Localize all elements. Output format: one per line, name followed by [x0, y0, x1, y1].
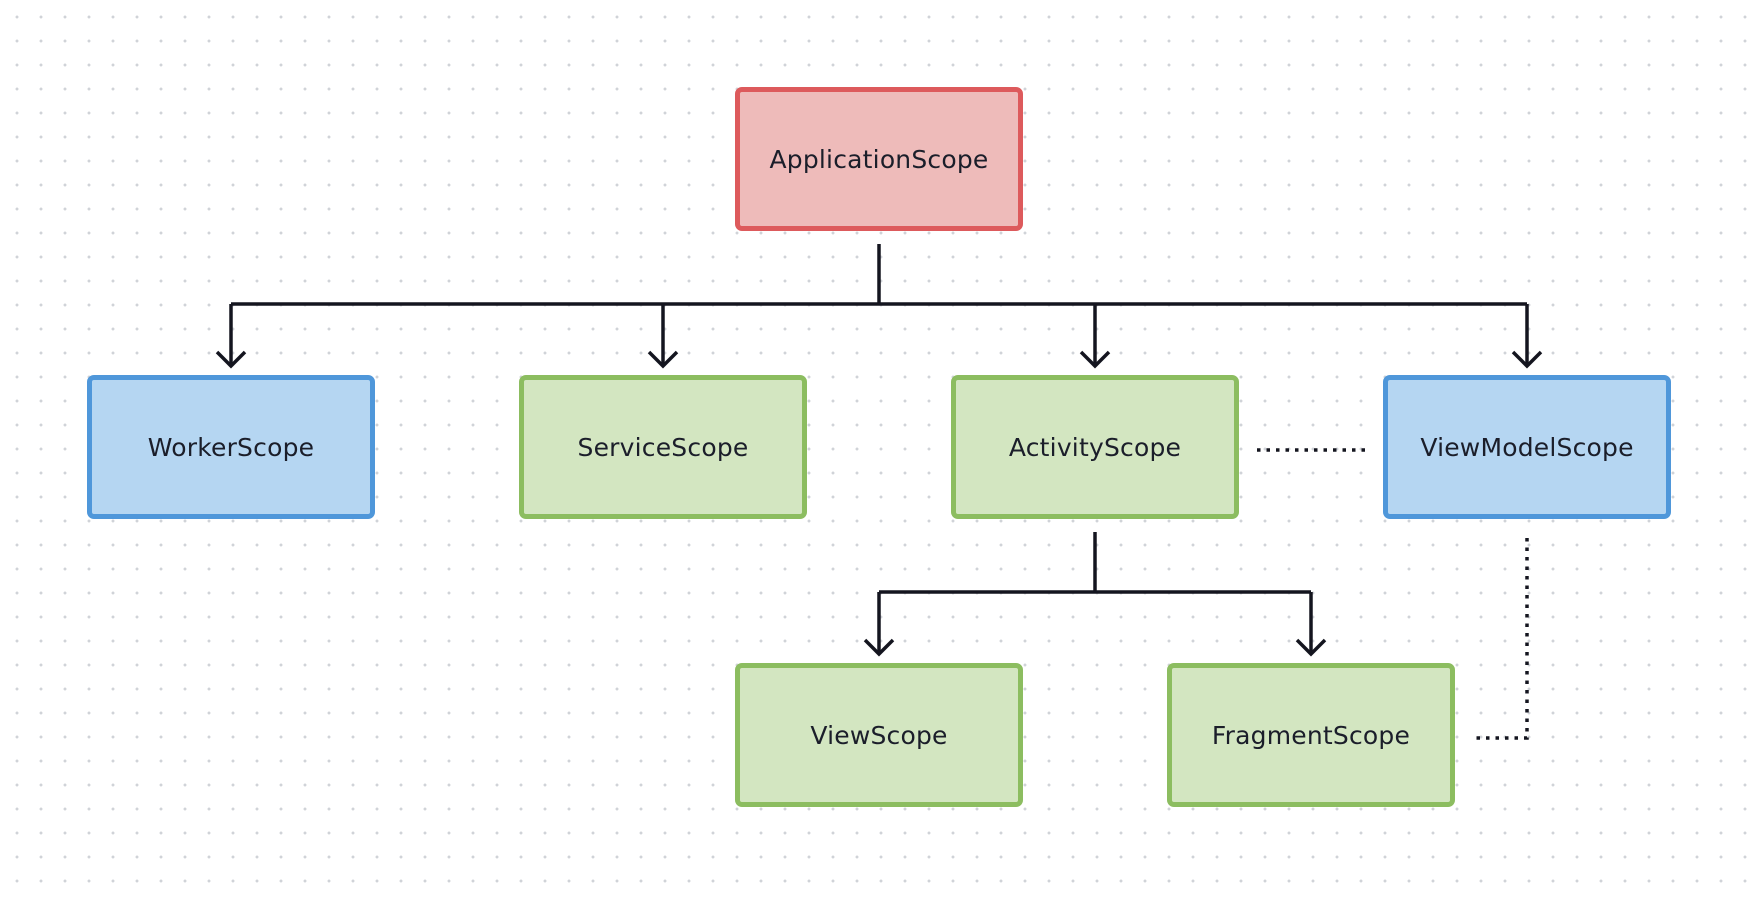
- arrowhead-viewmodel: [1511, 350, 1543, 369]
- node-service-scope[interactable]: ServiceScope: [519, 375, 807, 519]
- arrowhead-activity: [1079, 350, 1111, 369]
- arrowhead-worker: [215, 350, 247, 369]
- node-label: FragmentScope: [1211, 720, 1411, 750]
- node-viewmodel-scope[interactable]: ViewModelScope: [1383, 375, 1671, 519]
- node-view-scope[interactable]: ViewScope: [735, 663, 1023, 807]
- node-label: ViewScope: [810, 720, 948, 750]
- dotted-viewmodel-fragment: [1474, 538, 1529, 740]
- node-fragment-scope[interactable]: FragmentScope: [1167, 663, 1455, 807]
- node-label: WorkerScope: [147, 432, 315, 462]
- arrowhead-service: [647, 350, 679, 369]
- node-application-scope[interactable]: ApplicationScope: [735, 87, 1023, 231]
- node-label: ViewModelScope: [1420, 432, 1634, 462]
- node-label: ServiceScope: [577, 432, 749, 462]
- arrowhead-fragment: [1295, 638, 1327, 657]
- arrowhead-view: [863, 638, 895, 657]
- node-activity-scope[interactable]: ActivityScope: [951, 375, 1239, 519]
- node-label: ActivityScope: [1008, 432, 1182, 462]
- node-label: ApplicationScope: [769, 144, 989, 174]
- node-worker-scope[interactable]: WorkerScope: [87, 375, 375, 519]
